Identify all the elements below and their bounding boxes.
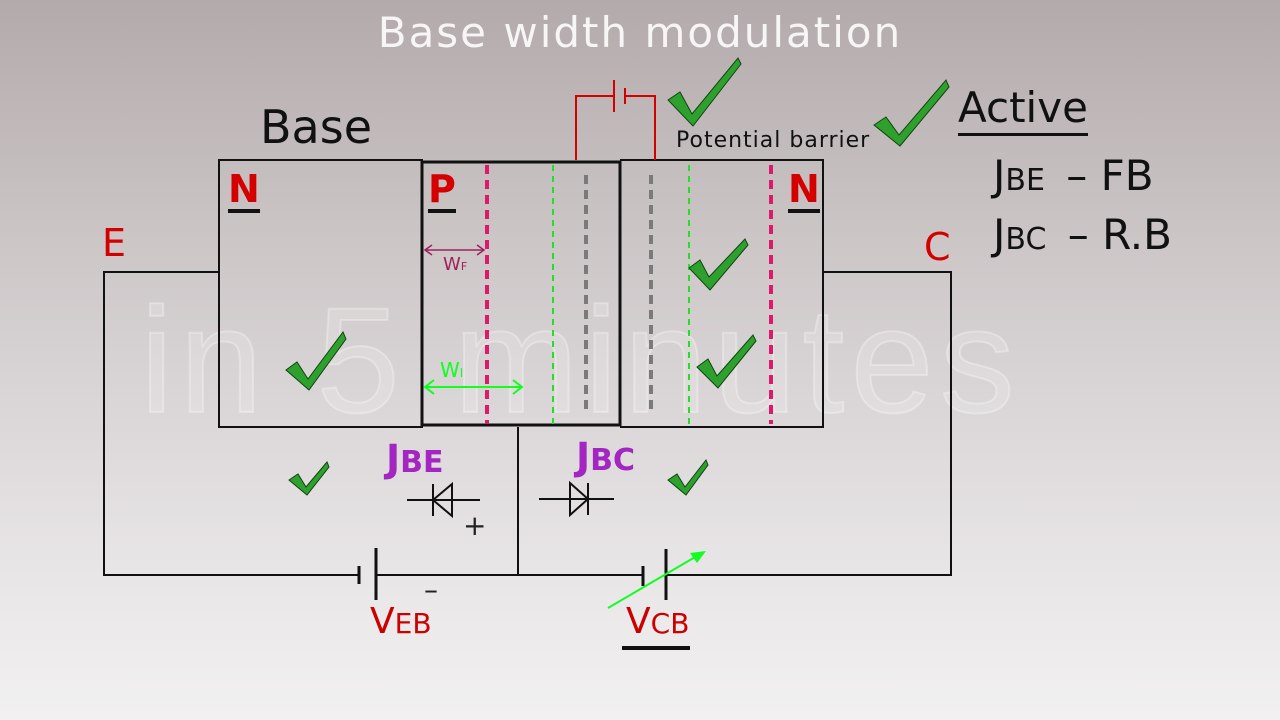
emitter-wire [103, 271, 359, 576]
jbc-condition-state: – R.B [1054, 210, 1172, 259]
veb-label-symbol: V [370, 601, 395, 642]
jbc-label: JBC [576, 438, 635, 476]
minus-sign: – [424, 573, 438, 606]
collector-terminal-label: C [924, 225, 951, 269]
vcb-label: VCB [626, 604, 689, 640]
veb-label-subscript: EB [394, 607, 432, 640]
wf-arrow-heads [423, 244, 486, 256]
vcb-variable-arrowhead [690, 551, 706, 563]
check-icon [667, 459, 709, 496]
wi-label-subscript: I [459, 366, 464, 380]
jbe-condition-subscript: BE [1005, 163, 1045, 198]
check-icon [696, 334, 757, 389]
jbe-label: JBE [386, 440, 444, 478]
wi-label-symbol: W [440, 358, 460, 382]
check-icon [288, 461, 330, 496]
base-region-label: P [428, 167, 456, 213]
wf-label-subscript: F [460, 260, 468, 273]
vcb-label-symbol: V [626, 601, 651, 642]
plus-sign: + [463, 509, 487, 542]
jbe-condition: JBE – FB [993, 155, 1154, 197]
check-marks [285, 57, 950, 496]
barrier-battery-wire [575, 95, 656, 160]
jbc-condition-symbol: J [993, 210, 1006, 259]
jbe-condition-symbol: J [993, 151, 1006, 200]
jbe-diode-symbol [407, 481, 480, 519]
check-icon [285, 331, 347, 391]
emitter-region-label: N [228, 167, 260, 213]
check-icon [667, 57, 742, 127]
base-region [420, 160, 622, 427]
vcb-label-subscript: CB [650, 607, 690, 640]
wi-label: WI [440, 360, 463, 380]
wf-label: WF [443, 256, 467, 274]
page-title: Base width modulation [377, 8, 903, 57]
emitter-terminal-label: E [102, 221, 127, 265]
jbc-label-subscript: BC [590, 443, 636, 478]
check-icon [688, 238, 749, 291]
jbc-diode-symbol [539, 480, 614, 518]
potential-barrier-label: Potential barrier [676, 128, 871, 153]
jbc-condition: JBC – R.B [993, 214, 1172, 256]
collector-region-label: N [788, 167, 820, 213]
vcb-variable-arrow [607, 552, 703, 609]
mode-title: Active [958, 87, 1088, 136]
jbe-label-symbol: J [386, 437, 401, 481]
jbe-label-subscript: BE [400, 445, 444, 480]
wf-label-symbol: W [443, 254, 461, 275]
jbc-condition-subscript: BC [1005, 222, 1047, 257]
check-icon [873, 79, 950, 147]
watermark: in 5 minutes [140, 276, 1021, 444]
collector-wire [666, 271, 952, 576]
jbc-label-symbol: J [576, 435, 591, 479]
wi-arrow-heads [423, 379, 524, 395]
collector-region [620, 159, 824, 428]
jbe-condition-state: – FB [1052, 151, 1154, 200]
base-label: Base [260, 100, 373, 154]
veb-label: VEB [370, 604, 432, 640]
